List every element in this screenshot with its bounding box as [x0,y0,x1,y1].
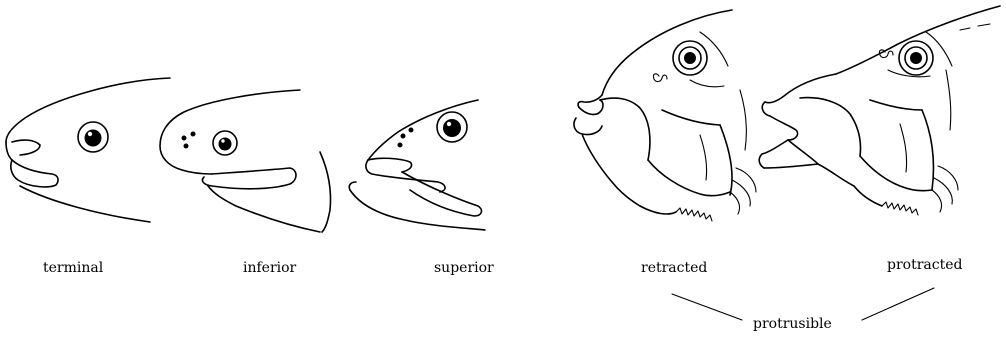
label-superior: superior [434,260,494,276]
fish-head-superior [349,100,485,230]
label-protracted: protracted [887,257,962,273]
label-inferior: inferior [243,260,296,276]
fish-head-inferior [160,90,331,232]
connector-line-right [862,288,934,320]
label-protrusible: protrusible [753,316,832,332]
fish-head-retracted [574,10,756,221]
label-terminal: terminal [43,260,103,276]
label-retracted: retracted [641,260,707,276]
connector-line-left [672,294,742,320]
fish-head-terminal [6,78,170,222]
fish-head-protracted [759,6,1000,215]
